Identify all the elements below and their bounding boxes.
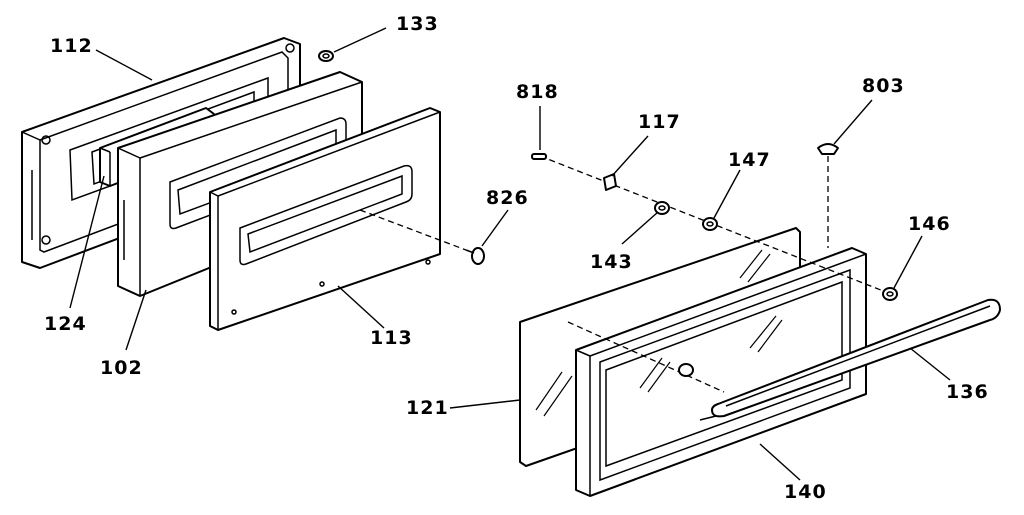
callout-124: 124 <box>44 313 87 335</box>
glass-spacer <box>678 363 694 377</box>
assembly-line-top <box>539 155 897 297</box>
callout-146: 146 <box>908 213 951 235</box>
part-117-clip <box>603 173 617 191</box>
callout-102: 102 <box>100 357 143 379</box>
callout-121: 121 <box>406 397 449 419</box>
callout-140: 140 <box>784 481 827 503</box>
callout-112: 112 <box>50 35 93 57</box>
leader-lines <box>69 27 951 481</box>
part-113-outer-panel <box>209 107 441 331</box>
callout-117: 117 <box>638 111 681 133</box>
part-818-pin <box>531 153 547 160</box>
callout-113: 113 <box>370 327 413 349</box>
part-140-door-frame <box>575 247 867 497</box>
assembly-line-lower <box>567 321 725 393</box>
part-147-washer <box>702 217 718 231</box>
callout-826: 826 <box>486 187 529 209</box>
callout-803: 803 <box>862 75 905 97</box>
part-136-handle <box>699 298 1001 421</box>
callout-136: 136 <box>946 381 989 403</box>
callout-147: 147 <box>728 149 771 171</box>
part-826-screw <box>359 209 485 265</box>
part-133-nut <box>318 50 334 62</box>
callout-818: 818 <box>516 81 559 103</box>
part-143-washer <box>654 201 670 215</box>
callout-133: 133 <box>396 13 439 35</box>
callout-143: 143 <box>590 251 633 273</box>
part-146-washer <box>882 287 898 301</box>
part-803-screw <box>817 143 839 155</box>
